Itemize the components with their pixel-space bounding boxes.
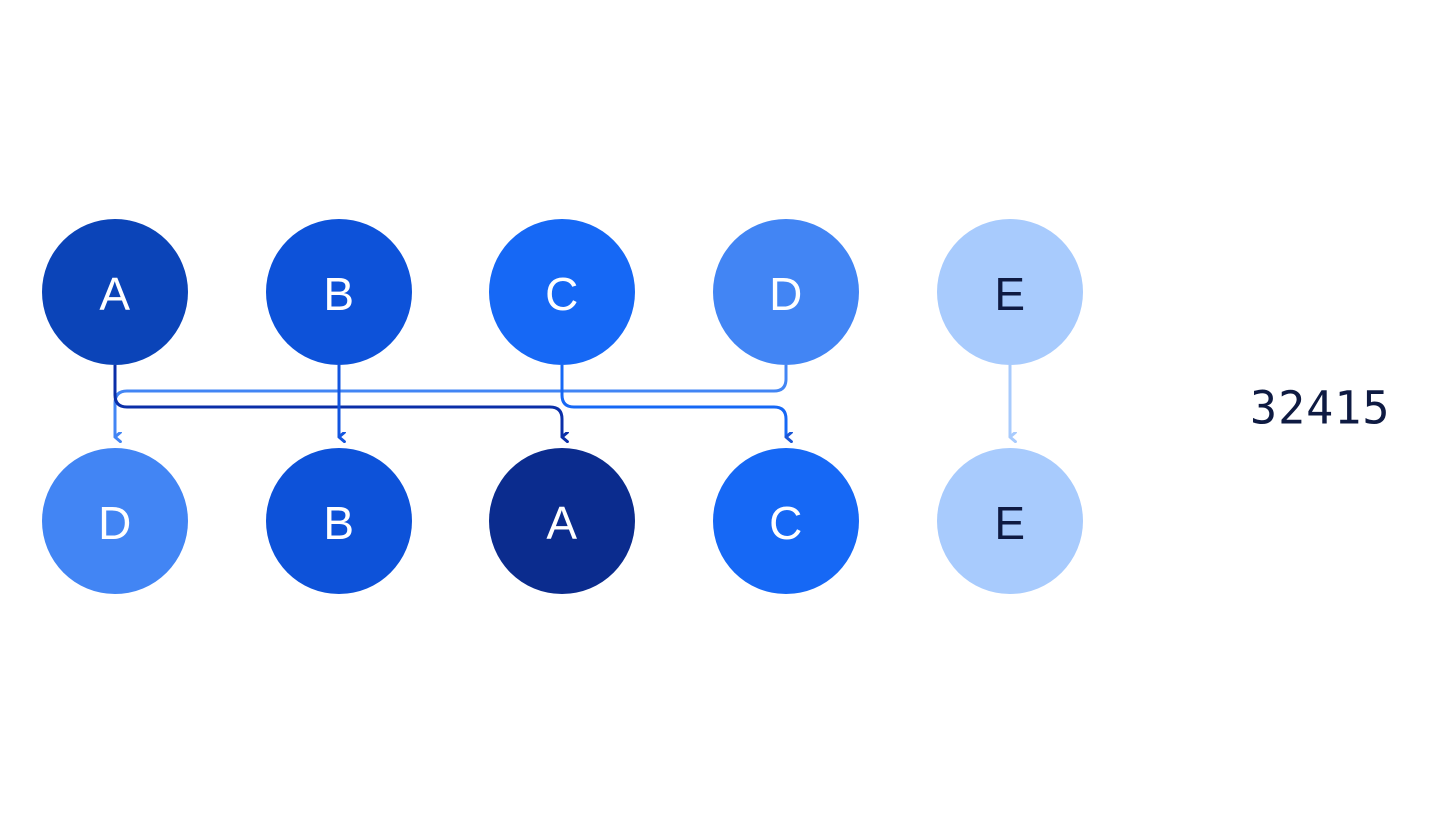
node-top-b[interactable]: B (266, 219, 412, 365)
node-circle[interactable] (489, 448, 635, 594)
node-circle[interactable] (937, 448, 1083, 594)
node-bottom-d[interactable]: D (42, 448, 188, 594)
node-circle[interactable] (713, 219, 859, 365)
node-top-c[interactable]: C (489, 219, 635, 365)
node-label: A (546, 497, 577, 549)
node-label: D (98, 497, 132, 549)
node-circle[interactable] (266, 219, 412, 365)
node-circle[interactable] (937, 219, 1083, 365)
node-label: D (769, 268, 803, 320)
node-circle[interactable] (489, 219, 635, 365)
node-label: B (323, 268, 354, 320)
permutation-code: 32415 (1250, 382, 1390, 435)
node-label: E (994, 497, 1025, 549)
node-label: A (99, 268, 130, 320)
edge-d-to-d[interactable] (113, 365, 788, 437)
node-top-e[interactable]: E (937, 219, 1083, 365)
node-label: C (769, 497, 803, 549)
node-bottom-c[interactable]: C (713, 448, 859, 594)
edge-c-to-c[interactable] (560, 365, 786, 437)
node-bottom-b[interactable]: B (266, 448, 412, 594)
node-circle[interactable] (42, 219, 188, 365)
node-label: B (323, 497, 354, 549)
node-top-a[interactable]: A (42, 219, 188, 365)
node-circle[interactable] (42, 448, 188, 594)
node-bottom-e[interactable]: E (937, 448, 1083, 594)
bottom-row-nodes: D B A C E (42, 448, 1083, 594)
node-label: E (994, 268, 1025, 320)
node-circle[interactable] (266, 448, 412, 594)
node-top-d[interactable]: D (713, 219, 859, 365)
node-bottom-a[interactable]: A (489, 448, 635, 594)
top-row-nodes: A B C D E (42, 219, 1083, 365)
node-label: C (545, 268, 579, 320)
node-circle[interactable] (713, 448, 859, 594)
edge-layer (113, 365, 1010, 437)
